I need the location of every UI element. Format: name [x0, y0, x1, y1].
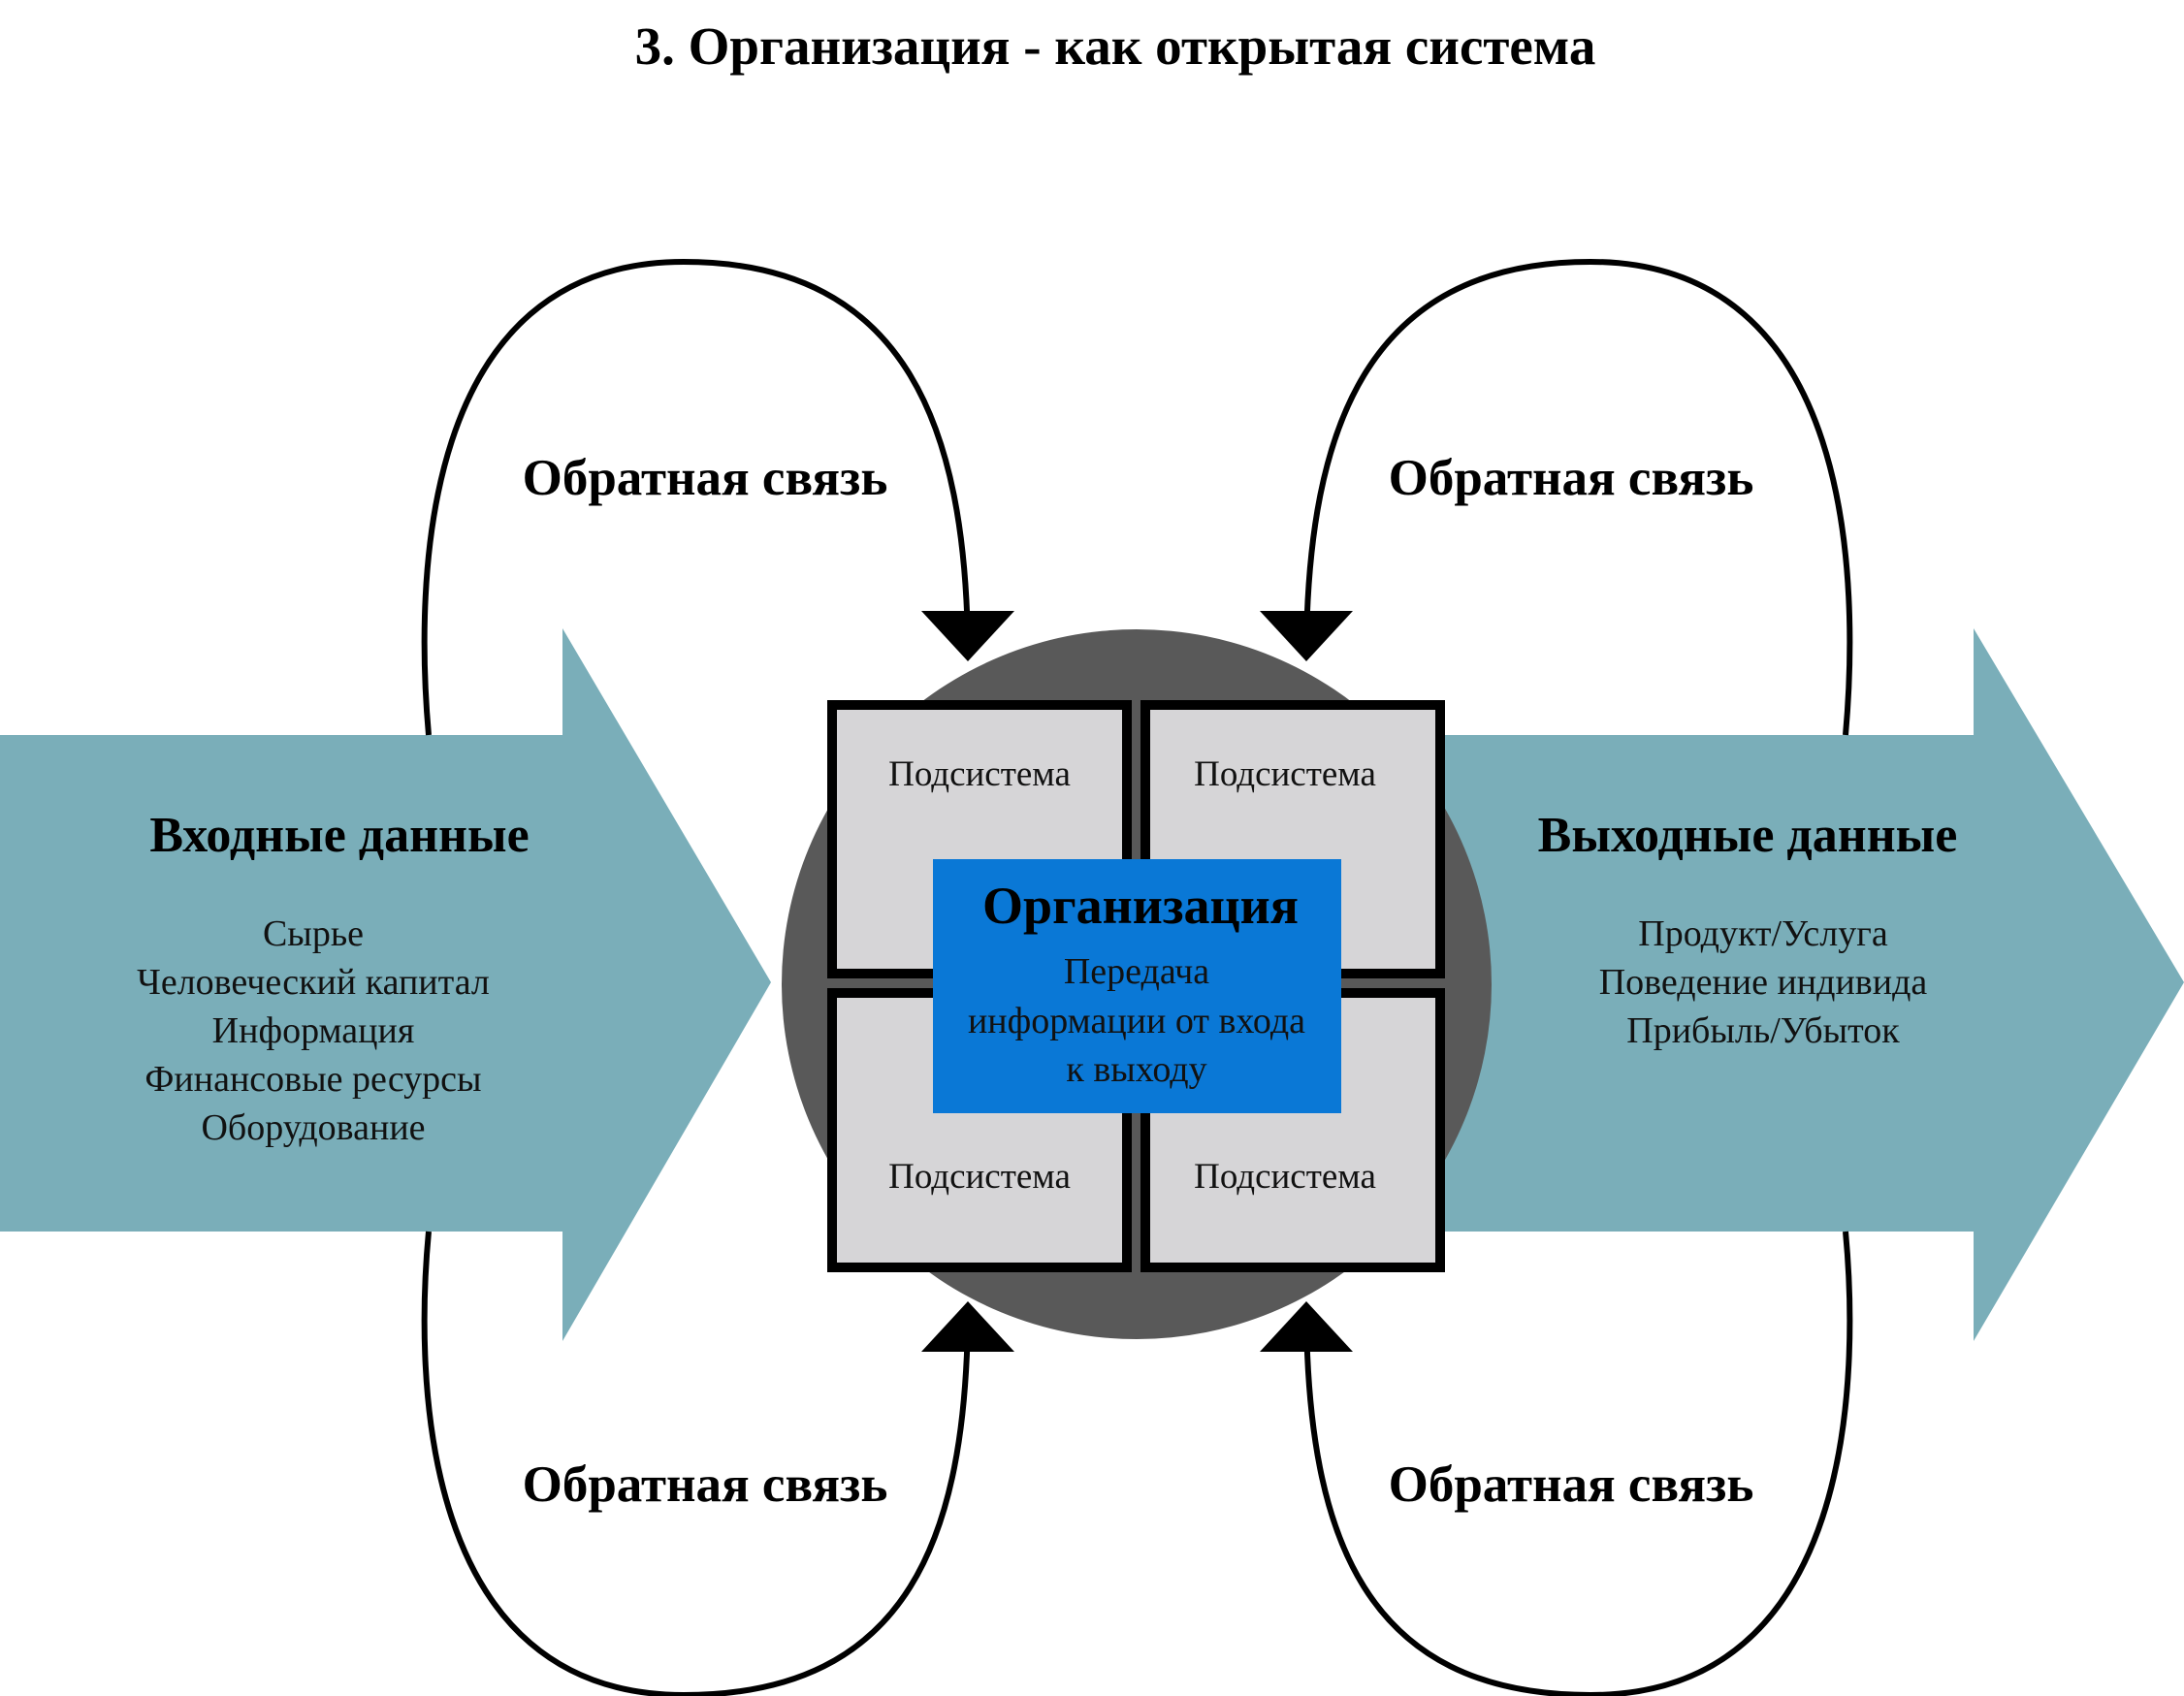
output-item: Продукт/Услуга [1638, 913, 1888, 954]
input-item: Информация [212, 1010, 415, 1051]
feedback-label-top-right: Обратная связь [1389, 450, 1754, 506]
feedback-arrowhead-top-right [1260, 611, 1353, 661]
organization-title: Организация [982, 877, 1299, 935]
input-item: Оборудование [201, 1107, 425, 1148]
feedback-loop-bottom-right [1303, 1231, 1853, 1696]
input-arrow [0, 628, 771, 1341]
output-item: Поведение индивида [1599, 962, 1928, 1003]
feedback-loop-top-left [421, 258, 971, 736]
output-title: Выходные данные [1538, 808, 1958, 863]
input-title: Входные данные [149, 808, 529, 863]
subsystem-label-top-left: Подсистема [888, 754, 1071, 794]
organization-description-line-2: информации от входа [968, 1001, 1305, 1041]
subsystem-label-bottom-right: Подсистема [1194, 1157, 1376, 1197]
input-item: Сырье [263, 913, 364, 954]
organization-box [933, 859, 1341, 1113]
input-item: Человеческий капитал [137, 962, 490, 1003]
organization-description-line-1: Передача [1064, 951, 1209, 992]
feedback-arrowhead-bottom-right [1260, 1301, 1353, 1352]
output-arrow [1406, 628, 2184, 1341]
feedback-label-bottom-right: Обратная связь [1389, 1456, 1754, 1513]
feedback-loop-top-right [1303, 258, 1853, 736]
output-item: Прибыль/Убыток [1626, 1010, 1900, 1051]
subsystem-label-bottom-left: Подсистема [888, 1157, 1071, 1197]
feedback-arrowhead-bottom-left [921, 1301, 1014, 1352]
feedback-loop-bottom-left [421, 1231, 971, 1696]
feedback-arrowhead-top-left [921, 611, 1014, 661]
subsystem-label-top-right: Подсистема [1194, 754, 1376, 794]
feedback-label-top-left: Обратная связь [523, 450, 888, 506]
feedback-label-bottom-left: Обратная связь [523, 1456, 888, 1513]
diagram-title: 3. Организация - как открытая система [635, 16, 1596, 76]
organization-description-line-3: к выходу [1066, 1049, 1206, 1090]
input-item: Финансовые ресурсы [145, 1059, 481, 1100]
